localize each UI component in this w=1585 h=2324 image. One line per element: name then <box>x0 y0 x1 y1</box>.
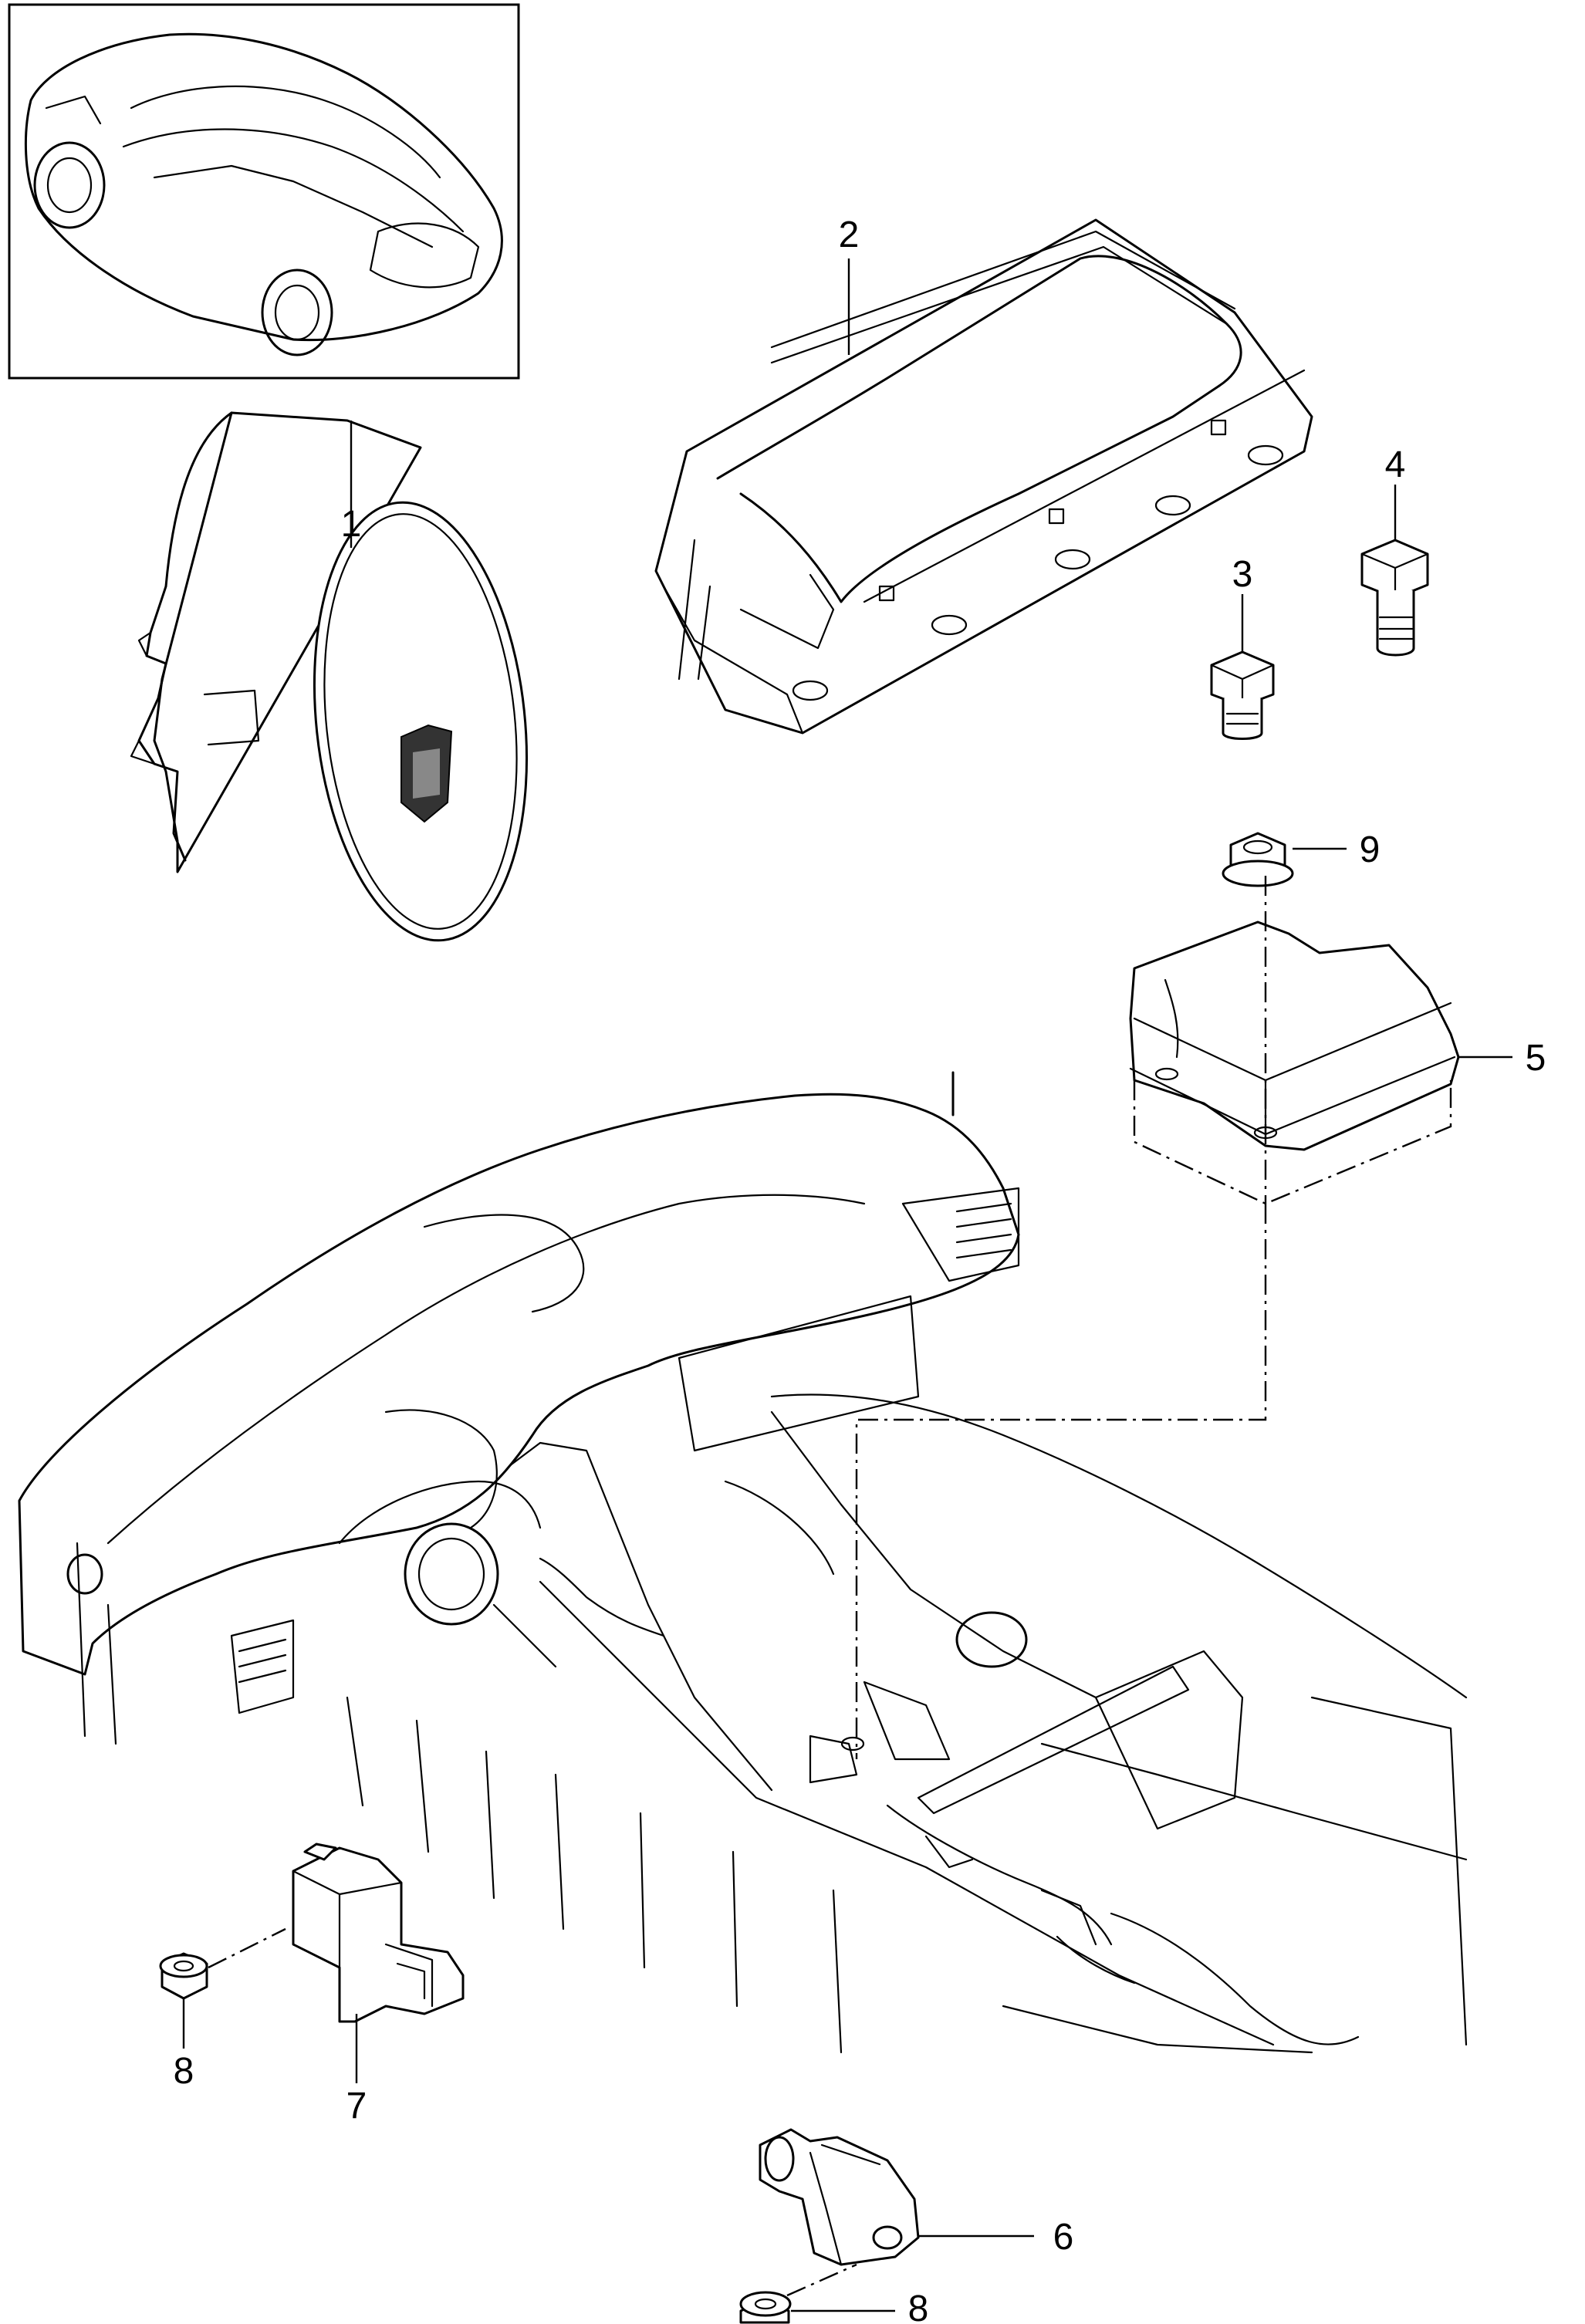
bolt-long <box>1360 539 1429 657</box>
callout-8b: 8 <box>908 2289 929 2324</box>
callout-2: 2 <box>839 214 860 255</box>
callout-9: 9 <box>1360 829 1381 870</box>
vehicle-overview-inset <box>8 3 520 380</box>
front-crash-sensor <box>759 2128 920 2266</box>
assembly-line-8-7 <box>208 1927 286 1969</box>
callout-6: 6 <box>1053 2217 1074 2258</box>
driver-airbag <box>130 411 529 942</box>
bolt-short <box>1210 650 1275 740</box>
callout-7: 7 <box>346 2086 367 2126</box>
assembly-line-8-6 <box>786 2263 857 2297</box>
assembly-line-5-floor <box>855 1204 1267 1759</box>
callout-5: 5 <box>1526 1038 1546 1079</box>
airbag-control-unit <box>1129 920 1460 1205</box>
nut-left <box>159 1952 208 2000</box>
vehicle-interior-dashboard <box>18 1071 1468 2054</box>
nut-bottom <box>739 2291 792 2324</box>
callout-8a: 8 <box>174 2051 194 2092</box>
nut-top <box>1222 832 1294 887</box>
callout-4: 4 <box>1385 444 1406 485</box>
callout-3: 3 <box>1232 554 1253 595</box>
callout-1: 1 <box>341 504 362 545</box>
side-crash-sensor <box>292 1843 465 2023</box>
passenger-airbag <box>654 218 1313 735</box>
